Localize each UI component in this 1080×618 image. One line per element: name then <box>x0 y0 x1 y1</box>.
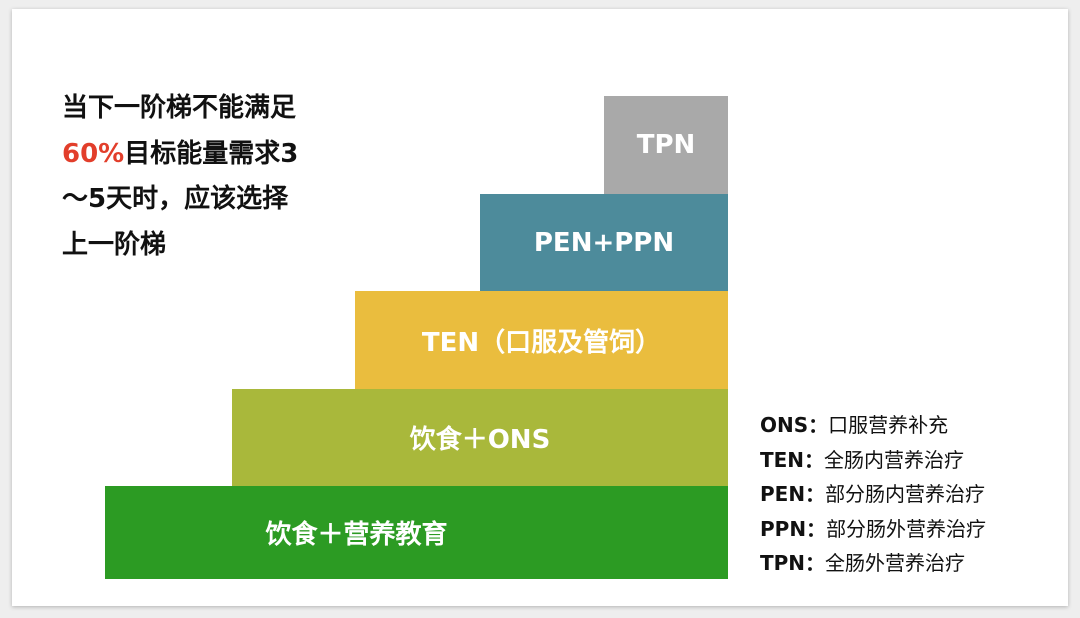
ladder-step-diet-education-label: 饮食＋营养教育 <box>265 520 448 550</box>
note-line-1: 当下一阶梯不能满足 <box>62 93 297 123</box>
legend-desc: 全肠内营养治疗 <box>824 447 965 472</box>
legend-desc: 部分肠内营养治疗 <box>825 482 986 507</box>
legend-item-tpn: TPN：全肠外营养治疗 <box>760 546 1060 581</box>
legend-desc: 部分肠外营养治疗 <box>826 516 987 541</box>
legend-item-ppn: PPN：部分肠外营养治疗 <box>760 512 1060 547</box>
ladder-step-ten: TEN（口服及管饲） <box>355 291 728 389</box>
ladder-step-diet-ons-label: 饮食＋ONS <box>409 425 551 455</box>
ladder-step-pen-ppn-label: PEN+PPN <box>533 227 675 258</box>
ladder-rule-note: 当下一阶梯不能满足 60%目标能量需求3 ～5天时，应该选择 上一阶梯 <box>62 86 362 268</box>
ladder-step-tpn: TPN <box>604 96 728 194</box>
legend-abbr: PEN： <box>760 482 826 507</box>
note-line-2-text: 目标能量需求3 <box>124 138 299 169</box>
legend-desc: 口服营养补充 <box>828 413 949 437</box>
ladder-step-ten-label: TEN（口服及管饲） <box>421 327 662 358</box>
legend-abbr: TPN： <box>760 551 826 576</box>
note-percent-highlight: 60% <box>62 138 125 169</box>
legend-abbr: PPN： <box>760 516 827 541</box>
legend-item-pen: PEN：部分肠内营养治疗 <box>760 477 1060 512</box>
ladder-step-diet-education: 饮食＋营养教育 <box>105 486 728 579</box>
note-line-2: 60%目标能量需求3 <box>62 132 362 178</box>
note-line-4: 上一阶梯 <box>62 229 167 260</box>
abbreviation-legend: ONS：口服营养补充 TEN：全肠内营养治疗 PEN：部分肠内营养治疗 PPN：… <box>760 408 1060 581</box>
legend-abbr: TEN： <box>760 447 825 472</box>
ladder-step-diet-ons: 饮食＋ONS <box>232 389 728 486</box>
note-line-3: ～5天时，应该选择 <box>62 184 289 214</box>
legend-desc: 全肠外营养治疗 <box>825 551 966 576</box>
legend-abbr: ONS： <box>760 413 829 437</box>
legend-item-ons: ONS：口服营养补充 <box>760 408 1060 443</box>
legend-item-ten: TEN：全肠内营养治疗 <box>760 443 1060 478</box>
ladder-step-pen-ppn: PEN+PPN <box>480 194 728 291</box>
ladder-step-tpn-label: TPN <box>636 130 696 160</box>
